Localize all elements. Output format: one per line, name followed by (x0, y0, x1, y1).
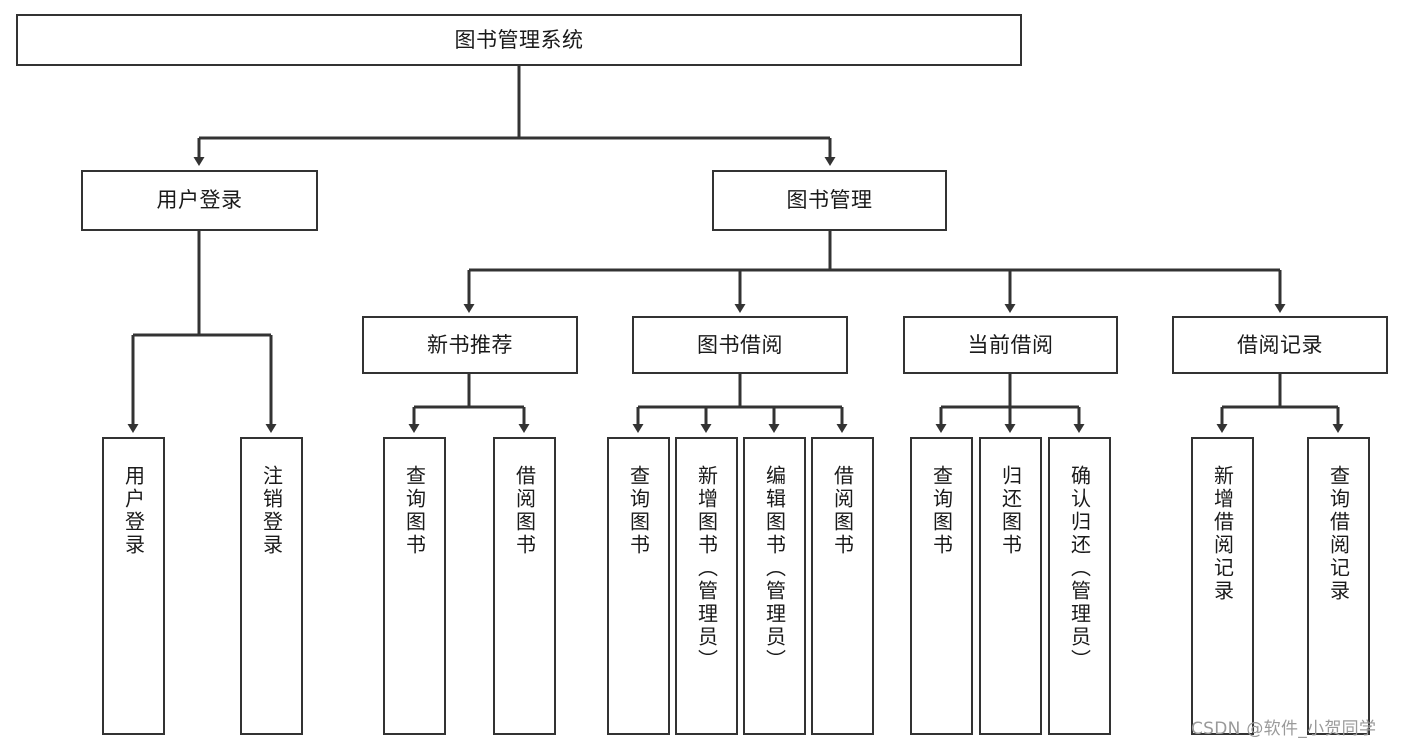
csdn-watermark: CSDN @软件_小贺同学 (1191, 719, 1377, 739)
node-label: 用户登录 (121, 465, 146, 557)
node-book-borrow[interactable]: 图书借阅 (632, 316, 848, 374)
node-leaf-borrow-book-recommend[interactable]: 借阅图书 (493, 437, 556, 735)
node-leaf-borrow-book[interactable]: 借阅图书 (811, 437, 874, 735)
node-leaf-user-login[interactable]: 用户登录 (102, 437, 165, 735)
node-label: 新增借阅记录 (1210, 465, 1235, 603)
node-current-borrow[interactable]: 当前借阅 (903, 316, 1118, 374)
node-leaf-edit-book-admin[interactable]: 编辑图书（管理员） (743, 437, 806, 735)
node-label: 当前借阅 (967, 332, 1054, 357)
node-label: 新增图书（管理员） (694, 465, 719, 672)
node-label: 新书推荐 (427, 332, 513, 357)
node-leaf-user-logout[interactable]: 注销登录 (240, 437, 303, 735)
node-label: 借阅图书 (512, 465, 537, 557)
node-leaf-confirm-return-admin[interactable]: 确认归还（管理员） (1048, 437, 1111, 735)
node-book-management[interactable]: 图书管理 (712, 170, 947, 231)
node-leaf-query-book-borrow[interactable]: 查询图书 (607, 437, 670, 735)
node-label: 注销登录 (259, 465, 284, 557)
node-new-book-recommend[interactable]: 新书推荐 (362, 316, 578, 374)
node-label: 图书管理 (786, 188, 873, 213)
node-label: 查询图书 (929, 465, 954, 557)
node-label: 确认归还（管理员） (1067, 465, 1092, 672)
node-leaf-add-borrow-record[interactable]: 新增借阅记录 (1191, 437, 1254, 735)
node-borrow-record[interactable]: 借阅记录 (1172, 316, 1388, 374)
node-label: 归还图书 (998, 465, 1023, 557)
node-label: 借阅记录 (1237, 332, 1323, 357)
node-label: 查询借阅记录 (1326, 465, 1351, 603)
node-label: 借阅图书 (830, 465, 855, 557)
node-label: 用户登录 (156, 188, 243, 213)
node-root-book-management-system[interactable]: 图书管理系统 (16, 14, 1022, 66)
node-label: 编辑图书（管理员） (762, 465, 787, 672)
node-label: 图书管理系统 (454, 27, 584, 52)
node-leaf-query-borrow-record[interactable]: 查询借阅记录 (1307, 437, 1370, 735)
node-leaf-add-book-admin[interactable]: 新增图书（管理员） (675, 437, 738, 735)
node-user-login[interactable]: 用户登录 (81, 170, 318, 231)
node-label: 图书借阅 (697, 332, 783, 357)
node-label: 查询图书 (626, 465, 651, 557)
node-leaf-query-book-current[interactable]: 查询图书 (910, 437, 973, 735)
node-leaf-query-book-recommend[interactable]: 查询图书 (383, 437, 446, 735)
node-label: 查询图书 (402, 465, 427, 557)
node-leaf-return-book[interactable]: 归还图书 (979, 437, 1042, 735)
